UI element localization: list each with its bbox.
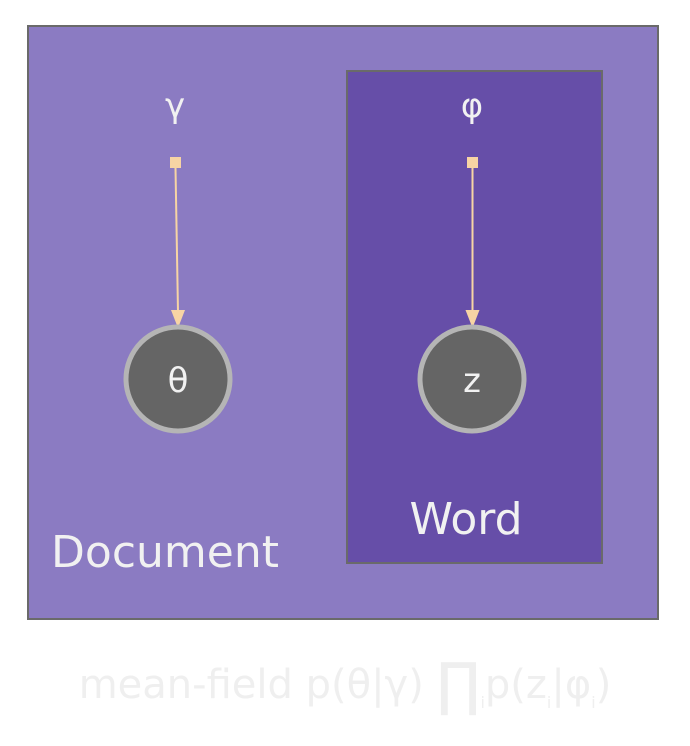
- z-index: i: [546, 693, 552, 712]
- caption-term-mid: |φ: [551, 662, 592, 708]
- theta-label: θ: [168, 361, 189, 401]
- caption-term-close: ): [595, 662, 612, 708]
- phi-index: i: [591, 693, 596, 712]
- caption-prefix: mean-field p(θ|γ): [78, 662, 437, 708]
- gamma-label: γ: [165, 86, 185, 126]
- mean-field-caption: mean-field p(θ|γ) ∏ip(zi|φi): [0, 655, 690, 713]
- theta-node: [123, 324, 233, 434]
- gamma-to-theta-arrow: [171, 167, 185, 328]
- document-plate-label: Document: [51, 527, 279, 578]
- phi-node: [467, 157, 478, 168]
- product-symbol: ∏: [436, 650, 481, 718]
- z-node: [417, 324, 527, 434]
- product-index: i: [480, 693, 485, 712]
- phi-to-z-arrow: [465, 168, 480, 328]
- caption-term-open: p(z: [484, 662, 547, 708]
- gamma-node: [170, 157, 181, 168]
- phi-label: φ: [461, 86, 483, 126]
- z-label: z: [463, 361, 481, 401]
- word-plate-label: Word: [409, 494, 522, 545]
